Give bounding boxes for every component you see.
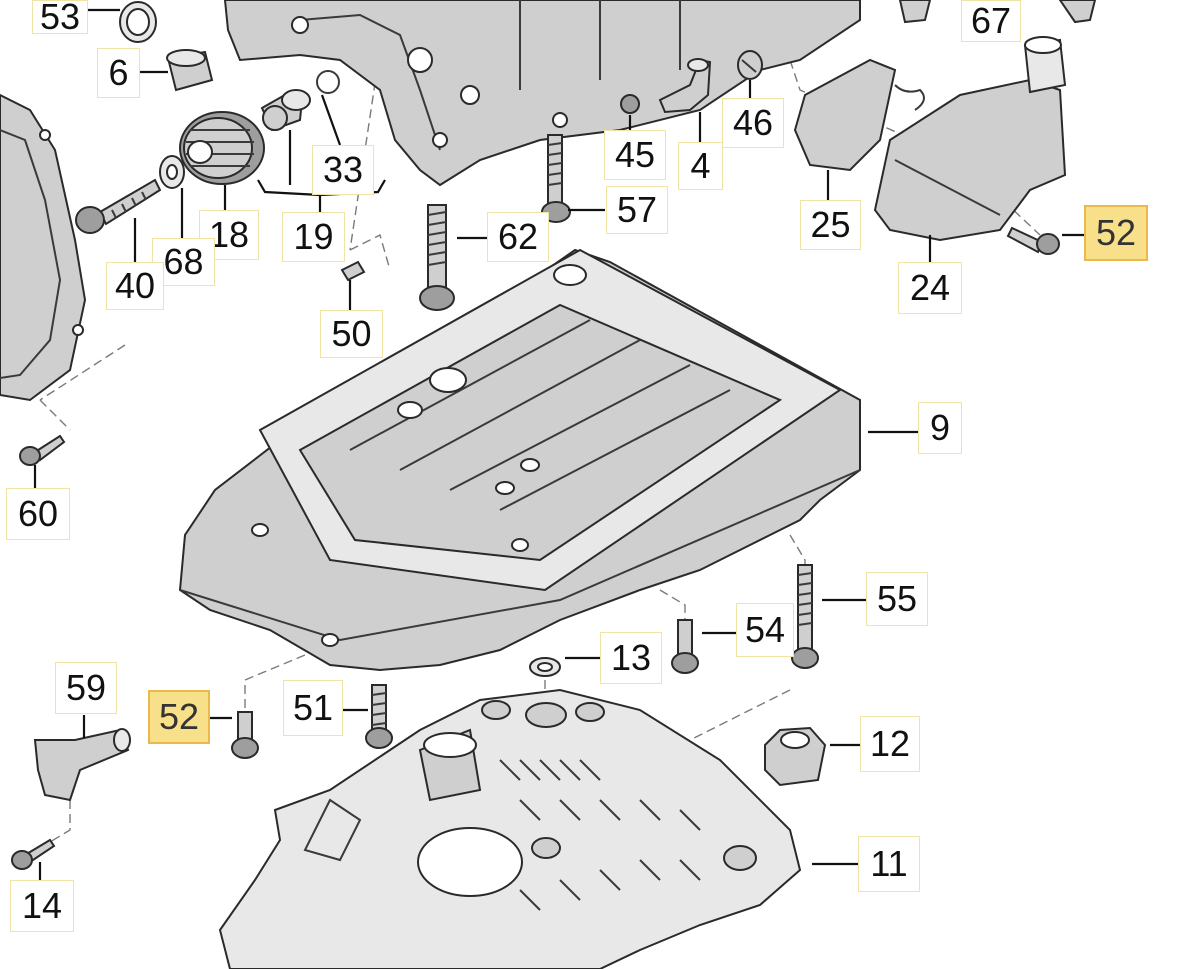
bolt-62 [419, 204, 455, 311]
callout-55: 55 [866, 572, 928, 626]
seal-ring-53 [119, 1, 157, 43]
callout-59: 59 [55, 662, 117, 714]
bolt-52-top [1006, 226, 1060, 255]
bolt-14 [11, 838, 56, 870]
bolt-60 [19, 434, 66, 466]
callout-50: 50 [320, 310, 383, 358]
callout-62: 62 [487, 212, 549, 262]
sealing-washer-13 [529, 657, 561, 677]
callout-67: 67 [961, 0, 1021, 42]
drain-plug-12 [764, 726, 827, 787]
leader-lines [33, 8, 1085, 880]
callout-53: 53 [32, 0, 88, 35]
oil-separator-24 [873, 36, 1067, 242]
bushing-6 [166, 49, 214, 92]
bolt-52-bottom [231, 711, 259, 759]
bolt-67 [898, 0, 932, 24]
washer-68 [159, 155, 185, 189]
plug-45 [620, 94, 640, 114]
oil-pan-lower-11 [218, 688, 802, 969]
dowel-pin-50 [340, 260, 366, 282]
oil-pan-upper-9 [178, 248, 861, 672]
callout-4: 4 [678, 142, 723, 190]
bolt-55 [791, 564, 819, 669]
callout-57: 57 [606, 186, 668, 234]
callout-13: 13 [600, 632, 662, 684]
callout-19: 19 [282, 212, 345, 262]
engine-block-housing [223, 0, 861, 187]
gasket-25 [793, 58, 925, 172]
snap-ring-33 [316, 70, 340, 94]
callout-45: 45 [604, 130, 666, 180]
callout-52-bottom: 52 [148, 690, 210, 744]
callout-11: 11 [858, 836, 920, 892]
bracket-fragment [1058, 0, 1097, 24]
oil-level-sensor-59 [33, 728, 131, 802]
callout-46: 46 [722, 98, 784, 148]
callout-6: 6 [97, 48, 140, 98]
oil-pressure-sensor-4 [658, 58, 712, 114]
callout-25: 25 [800, 200, 861, 250]
callout-14: 14 [10, 880, 74, 932]
callout-54: 54 [736, 603, 794, 657]
callout-40: 40 [106, 262, 164, 310]
bolt-54 [671, 619, 699, 674]
timing-cover [0, 93, 87, 402]
idler-shaft-19 [260, 89, 311, 132]
callout-60: 60 [6, 488, 70, 540]
callout-52-top: 52 [1084, 205, 1148, 261]
callout-24: 24 [898, 262, 962, 314]
callout-51: 51 [283, 680, 343, 736]
bolt-57 [541, 134, 571, 223]
idler-gear-18 [179, 111, 265, 185]
plug-46 [737, 50, 763, 80]
callout-9: 9 [918, 402, 962, 454]
callout-33: 33 [312, 145, 374, 195]
callout-12: 12 [860, 716, 920, 772]
bolt-51 [365, 684, 393, 749]
bolt-40 [75, 178, 162, 234]
